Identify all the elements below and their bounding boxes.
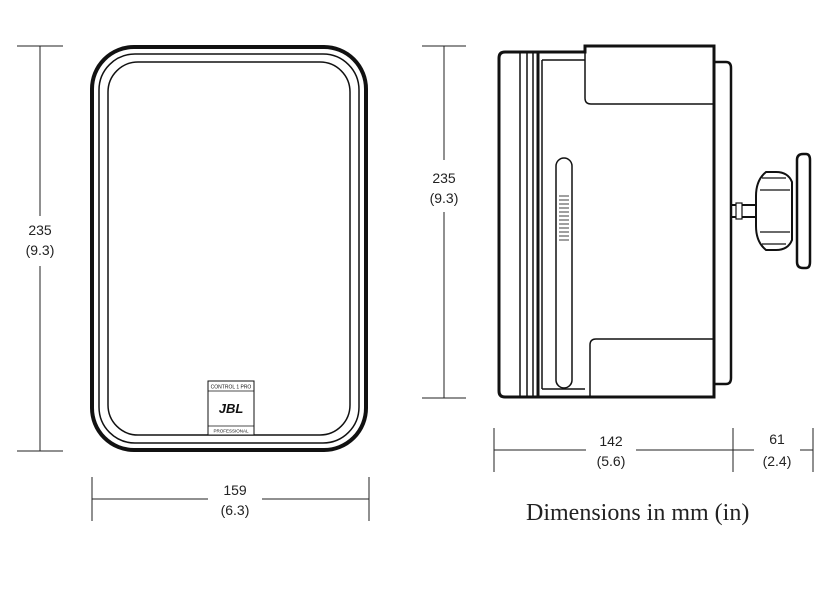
front-width-dimension: 159 (6.3) [91,477,370,521]
bracket-depth-in: (2.4) [763,453,792,469]
side-height-mm: 235 [432,170,456,186]
front-grille [107,61,351,436]
mounting-bracket [731,152,812,270]
bracket-depth-dimension: 61 (2.4) [733,428,814,472]
side-baffle [497,50,540,399]
side-rear-plate [714,60,733,386]
bracket-knob [755,171,793,251]
front-height-in: (9.3) [26,242,55,258]
side-upper-panel [584,46,714,105]
side-height-dimension: 235 (9.3) [422,45,466,399]
side-grip-slot [555,157,573,389]
side-depth-mm: 142 [599,433,623,449]
front-view: CONTROL 1 PRO JBL PROFESSIONAL [90,45,368,452]
badge-model-text: CONTROL 1 PRO [211,385,252,391]
side-view [497,44,733,399]
bracket-wall-plate [795,152,812,270]
side-cabinet [536,44,716,399]
front-height-dimension: 235 (9.3) [17,45,63,452]
front-cabinet-outline [90,45,368,452]
badge-line-text: PROFESSIONAL [213,429,249,434]
front-width-in: (6.3) [221,502,250,518]
front-height-mm: 235 [28,222,52,238]
front-cabinet-inner-edge [98,53,360,444]
side-depth-dimension: 142 (5.6) [493,428,734,472]
brand-badge: CONTROL 1 PRO JBL PROFESSIONAL [207,380,255,436]
bracket-depth-mm: 61 [769,431,785,447]
units-caption: Dimensions in mm (in) [526,500,749,526]
side-lower-panel [589,338,714,397]
front-width-mm: 159 [223,482,247,498]
badge-brand-logo: JBL [219,401,244,416]
side-depth-in: (5.6) [597,453,626,469]
side-height-in: (9.3) [430,190,459,206]
